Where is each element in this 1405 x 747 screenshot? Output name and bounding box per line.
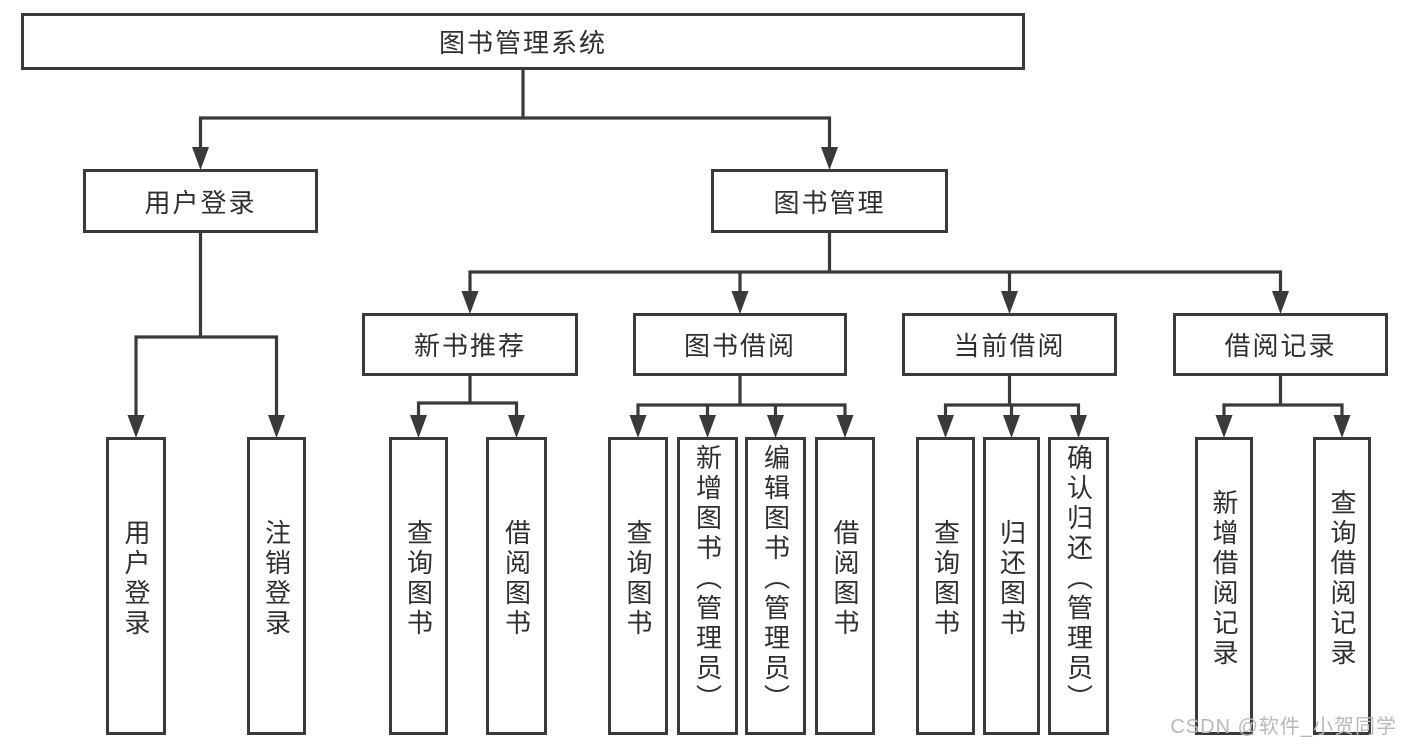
node-label-br-add-record: 新增借阅记录 — [1209, 489, 1239, 669]
node-label-bb-borrow-book: 借阅图书 — [830, 519, 860, 639]
arrowhead — [836, 415, 854, 438]
arrowhead — [410, 415, 427, 438]
arrowhead — [461, 291, 479, 314]
node-label-bb-query-book: 查询图书 — [623, 519, 653, 639]
node-br-query-record: 查询借阅记录 — [1313, 437, 1371, 735]
node-book-borrow: 图书借阅 — [633, 313, 847, 376]
arrowhead — [821, 147, 838, 170]
arrowhead — [192, 147, 209, 170]
arrowhead — [1333, 415, 1351, 438]
node-label-current-borrow: 当前借阅 — [953, 331, 1066, 361]
node-logout: 注销登录 — [247, 437, 306, 735]
edge-group-borrow-record — [1215, 372, 1351, 438]
node-label-cb-query-book: 查询图书 — [930, 519, 961, 639]
arrowhead — [1215, 415, 1233, 438]
node-label-system: 图书管理系统 — [438, 28, 607, 58]
node-borrow-record: 借阅记录 — [1173, 313, 1388, 376]
node-login: 用户登录 — [106, 437, 166, 735]
node-label-bb-add-book: 新增图书（管理员） — [692, 444, 723, 714]
arrowhead — [508, 415, 525, 438]
edge-group-book-mgmt — [461, 229, 1289, 314]
arrowhead — [699, 415, 716, 438]
node-label-br-query-record: 查询借阅记录 — [1327, 489, 1357, 669]
node-label-book-borrow: 图书借阅 — [683, 331, 796, 361]
node-label-new-book-rec: 新书推荐 — [413, 331, 526, 361]
node-label-cb-return-book: 归还图书 — [996, 519, 1027, 639]
arrowhead — [629, 415, 647, 438]
arrowhead — [1272, 291, 1289, 314]
node-br-add-record: 新增借阅记录 — [1195, 437, 1253, 735]
node-bb-query-book: 查询图书 — [608, 437, 668, 735]
watermark: CSDN @软件_小贺同学 — [1170, 716, 1397, 738]
edge-group-current-borrow — [937, 372, 1087, 438]
node-rec-borrow-book: 借阅图书 — [486, 437, 547, 735]
edge-group-new-book-rec — [410, 372, 525, 438]
node-bb-borrow-book: 借阅图书 — [815, 437, 875, 735]
node-bb-add-book: 新增图书（管理员） — [677, 437, 738, 735]
node-current-borrow: 当前借阅 — [902, 313, 1117, 376]
node-cb-return-book: 归还图书 — [983, 437, 1040, 735]
arrowhead — [1003, 415, 1020, 438]
node-user-login-module: 用户登录 — [83, 169, 318, 233]
arrowhead — [1070, 415, 1087, 438]
node-label-borrow-record: 借阅记录 — [1224, 331, 1337, 361]
arrowhead — [731, 291, 749, 314]
node-label-rec-borrow-book: 借阅图书 — [501, 519, 532, 639]
node-label-bb-edit-book: 编辑图书（管理员） — [760, 444, 791, 714]
edge-group-book-borrow — [629, 372, 854, 438]
arrowhead — [268, 415, 285, 438]
arrowhead — [127, 415, 145, 438]
node-cb-confirm-return: 确认归还（管理员） — [1048, 437, 1109, 735]
node-book-mgmt: 图书管理 — [711, 169, 948, 233]
node-system: 图书管理系统 — [21, 13, 1025, 70]
node-label-logout: 注销登录 — [261, 519, 292, 639]
edge-group-user-login-module — [127, 229, 285, 438]
node-new-book-rec: 新书推荐 — [362, 313, 578, 376]
node-label-login: 用户登录 — [121, 519, 151, 639]
arrowhead — [767, 415, 784, 438]
arrowhead — [1001, 291, 1018, 314]
arrowhead — [937, 415, 954, 438]
node-cb-query-book: 查询图书 — [916, 437, 975, 735]
node-rec-query-book: 查询图书 — [389, 437, 448, 735]
edge-group-system — [192, 66, 838, 170]
node-bb-edit-book: 编辑图书（管理员） — [745, 437, 806, 735]
node-label-book-mgmt: 图书管理 — [773, 187, 886, 218]
node-label-cb-confirm-return: 确认归还（管理员） — [1063, 444, 1094, 714]
node-label-rec-query-book: 查询图书 — [403, 519, 434, 639]
node-label-user-login-module: 用户登录 — [144, 187, 257, 218]
